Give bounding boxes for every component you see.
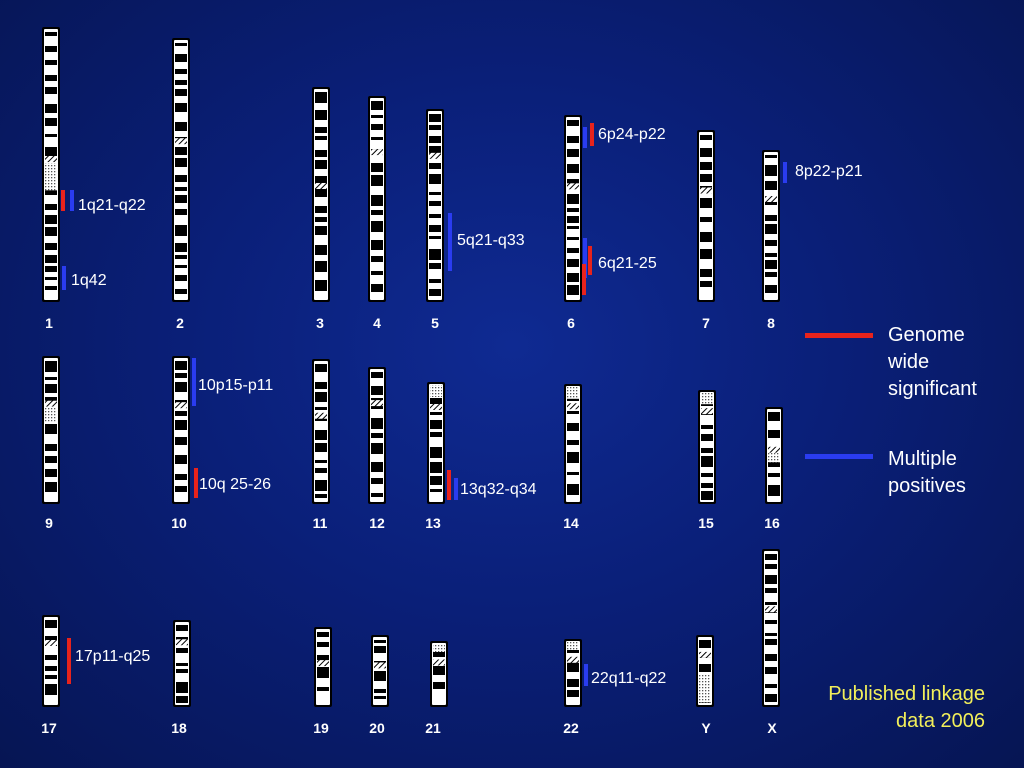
chromosome-1 bbox=[42, 27, 60, 302]
marker-17p11-q25-red bbox=[67, 638, 71, 684]
chromosome-7 bbox=[697, 130, 715, 302]
chromosome-x bbox=[762, 549, 780, 707]
chromosome-8 bbox=[762, 150, 780, 302]
marker-8p22-p21-blue bbox=[783, 162, 787, 183]
marker-13q32-q34-red bbox=[447, 470, 451, 500]
chromosome-5 bbox=[426, 109, 444, 302]
chromosome-12 bbox=[368, 367, 386, 504]
chromosome-label-12: 12 bbox=[369, 515, 385, 531]
chromosome-label-1: 1 bbox=[45, 315, 53, 331]
chromosome-13 bbox=[427, 382, 445, 504]
locus-label-13q32-q34: 13q32-q34 bbox=[460, 481, 537, 498]
chromosome-label-20: 20 bbox=[369, 720, 385, 736]
chromosome-16 bbox=[765, 407, 783, 504]
chromosome-label-x: X bbox=[767, 720, 777, 736]
legend-genome-wide-label: Genome wide significant bbox=[888, 324, 977, 400]
chromosome-label-13: 13 bbox=[425, 515, 441, 531]
chromosome-label-y: Y bbox=[701, 720, 711, 736]
locus-label-10q25-26: 10q 25-26 bbox=[199, 476, 272, 493]
marker-1q42-blue bbox=[62, 266, 66, 290]
chromosome-label-21: 21 bbox=[425, 720, 441, 736]
chromosome-label-9: 9 bbox=[45, 515, 53, 531]
marker-13q32-q34-blue bbox=[454, 478, 458, 500]
chromosome-20 bbox=[371, 635, 389, 707]
chromosome-18 bbox=[173, 620, 191, 707]
marker-6p24-p22-red bbox=[590, 123, 594, 146]
chromosome-label-7: 7 bbox=[702, 315, 710, 331]
chromosome-14 bbox=[564, 384, 582, 504]
locus-label-1q42: 1q42 bbox=[71, 272, 107, 289]
chromosome-label-2: 2 bbox=[176, 315, 184, 331]
chromosome-15 bbox=[698, 390, 716, 504]
chromosome-label-4: 4 bbox=[373, 315, 381, 331]
marker-10p15-p11-blue bbox=[192, 358, 196, 406]
locus-label-10p15-p11: 10p15-p11 bbox=[198, 377, 274, 394]
marker-6q21-25-red bbox=[588, 246, 592, 275]
chromosome-label-5: 5 bbox=[431, 315, 439, 331]
marker-1q21-q22-red bbox=[61, 190, 65, 211]
chromosome-4 bbox=[368, 96, 386, 302]
locus-label-6q21-25: 6q21-25 bbox=[598, 255, 657, 272]
marker-5q21-q33-blue bbox=[448, 213, 452, 271]
chromosome-9 bbox=[42, 356, 60, 504]
marker-1q21-q22-blue bbox=[70, 190, 74, 211]
chromosome-11 bbox=[312, 359, 330, 504]
chromosome-19 bbox=[314, 627, 332, 707]
chromosome-label-18: 18 bbox=[171, 720, 187, 736]
legend-multiple-positives-label: Multiple positives bbox=[888, 448, 966, 497]
chromosome-label-10: 10 bbox=[171, 515, 187, 531]
chromosome-3 bbox=[312, 87, 330, 302]
locus-label-5q21-q33: 5q21-q33 bbox=[457, 232, 525, 249]
chromosome-label-6: 6 bbox=[567, 315, 575, 331]
locus-label-17p11-q25: 17p11-q25 bbox=[75, 648, 151, 665]
chromosome-label-17: 17 bbox=[41, 720, 57, 736]
locus-label-6p24-p22: 6p24-p22 bbox=[598, 126, 666, 143]
chromosome-21 bbox=[430, 641, 448, 707]
chromosome-y bbox=[696, 635, 714, 707]
chromosome-label-14: 14 bbox=[563, 515, 579, 531]
marker-6q21-25-blue bbox=[583, 238, 587, 278]
locus-label-8p22-p21: 8p22-p21 bbox=[795, 163, 863, 180]
chromosome-6 bbox=[564, 115, 582, 302]
locus-label-22q11-q22: 22q11-q22 bbox=[591, 670, 667, 687]
chromosome-10 bbox=[172, 356, 190, 504]
chromosome-label-22: 22 bbox=[563, 720, 579, 736]
chromosome-label-8: 8 bbox=[767, 315, 775, 331]
marker-6p24-p22-blue bbox=[583, 127, 587, 148]
locus-label-1q21-q22: 1q21-q22 bbox=[78, 197, 146, 214]
chromosome-label-15: 15 bbox=[698, 515, 714, 531]
chromosome-label-19: 19 bbox=[313, 720, 329, 736]
legend-genome-wide-swatch bbox=[805, 333, 873, 338]
marker-6q-red-lower bbox=[582, 264, 586, 295]
chromosome-22 bbox=[564, 639, 582, 707]
chromosome-2 bbox=[172, 38, 190, 302]
chromosome-label-11: 11 bbox=[312, 515, 328, 531]
marker-22q11-q22-blue bbox=[584, 664, 588, 686]
chromosome-17 bbox=[42, 615, 60, 707]
chromosome-label-3: 3 bbox=[316, 315, 324, 331]
chromosome-label-16: 16 bbox=[764, 515, 780, 531]
legend-multiple-positives-swatch bbox=[805, 454, 873, 459]
footnote: Published linkage data 2006 bbox=[828, 683, 985, 732]
marker-10q25-26-red bbox=[194, 468, 198, 498]
